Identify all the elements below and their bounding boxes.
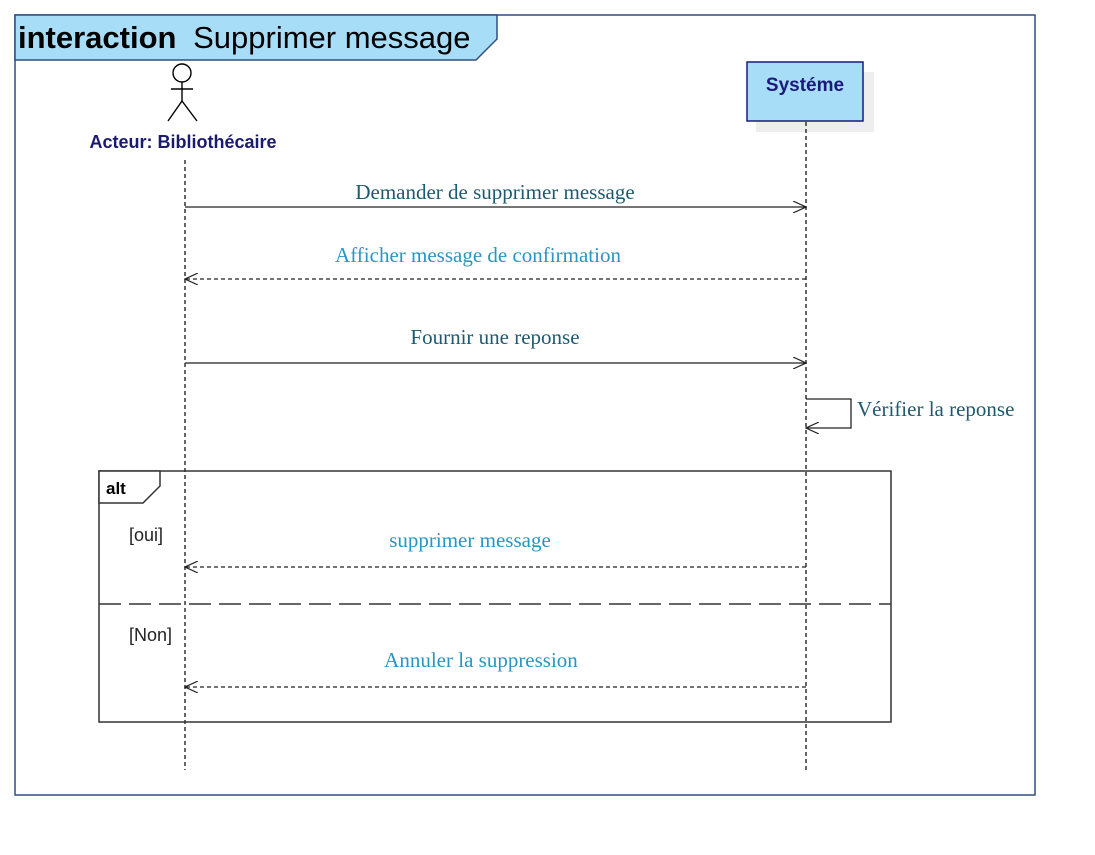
actor-label: Acteur: Bibliothécaire: [89, 132, 276, 152]
self-message-arrow: [806, 398, 852, 428]
message-label-3: Fournir une reponse: [410, 325, 579, 349]
frame-title: Supprimer message: [193, 20, 470, 55]
guard-non: [Non]: [129, 625, 172, 645]
system-label: Systéme: [766, 75, 844, 96]
message-label-2: Afficher message de confirmation: [335, 243, 621, 267]
svg-text:interaction Supprimer mess: interaction Supprimer message: [18, 20, 471, 55]
guard-oui: [oui]: [129, 525, 163, 545]
alt-operator-label: alt: [106, 479, 126, 498]
message-label-6: Annuler la suppression: [384, 648, 578, 672]
message-label-1: Demander de supprimer message: [355, 180, 634, 204]
interaction-frame: [14, 14, 1036, 796]
message-label-4: Vérifier la reponse: [857, 397, 1014, 421]
stick-figure-icon: [167, 63, 198, 122]
system-box: [746, 61, 864, 122]
frame-keyword: interaction: [18, 20, 176, 55]
alt-operator-tab: [98, 470, 161, 504]
message-label-5: supprimer message: [389, 528, 551, 552]
frame-header-tab: [14, 14, 498, 61]
alt-fragment: [98, 470, 892, 723]
